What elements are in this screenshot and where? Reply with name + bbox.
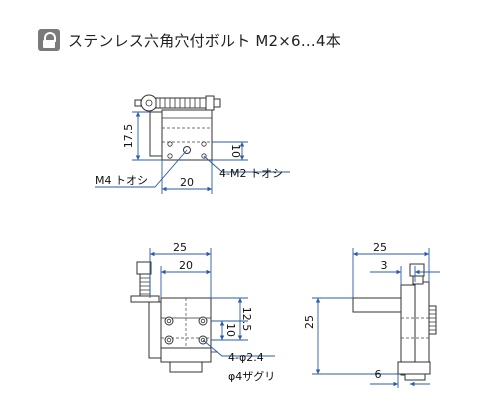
side-dim-height: 25 <box>303 315 316 329</box>
top-dim-width: 20 <box>180 176 194 189</box>
front-dim-side-a: 10 <box>224 323 237 337</box>
top-dim-height: 17.5 <box>122 124 135 149</box>
front-view: 25 20 10 12.5 4-φ2.4 φ4ザグリ <box>130 241 275 383</box>
counterbore-holes <box>164 316 208 345</box>
top-view-knob <box>134 94 221 112</box>
front-dim-side-b: 12.5 <box>240 307 253 332</box>
header-title: ステンレス六角穴付ボルト M2×6…4本 <box>68 31 341 50</box>
label-counterbore: φ4ザグリ <box>228 369 275 383</box>
label-corner-taps: 4-M2 トオシ <box>219 167 283 180</box>
padlock-icon <box>38 29 60 51</box>
top-view: 17.5 10 20 M4 トオシ 4-M2 トオシ <box>95 94 290 194</box>
side-dim-offset: 3 <box>381 259 388 272</box>
label-holes: 4-φ2.4 <box>228 351 264 364</box>
side-dim-bottom: 6 <box>375 368 382 381</box>
label-center-tap: M4 トオシ <box>95 174 148 187</box>
front-dim-overall: 25 <box>173 241 187 254</box>
top-dim-side: 10 <box>229 144 242 158</box>
side-dim-overall: 25 <box>373 241 387 254</box>
header: ステンレス六角穴付ボルト M2×6…4本 <box>38 28 341 52</box>
side-view: 25 3 25 6 <box>303 241 440 388</box>
side-view-bracket <box>352 297 402 313</box>
front-dim-inner: 20 <box>179 259 193 272</box>
